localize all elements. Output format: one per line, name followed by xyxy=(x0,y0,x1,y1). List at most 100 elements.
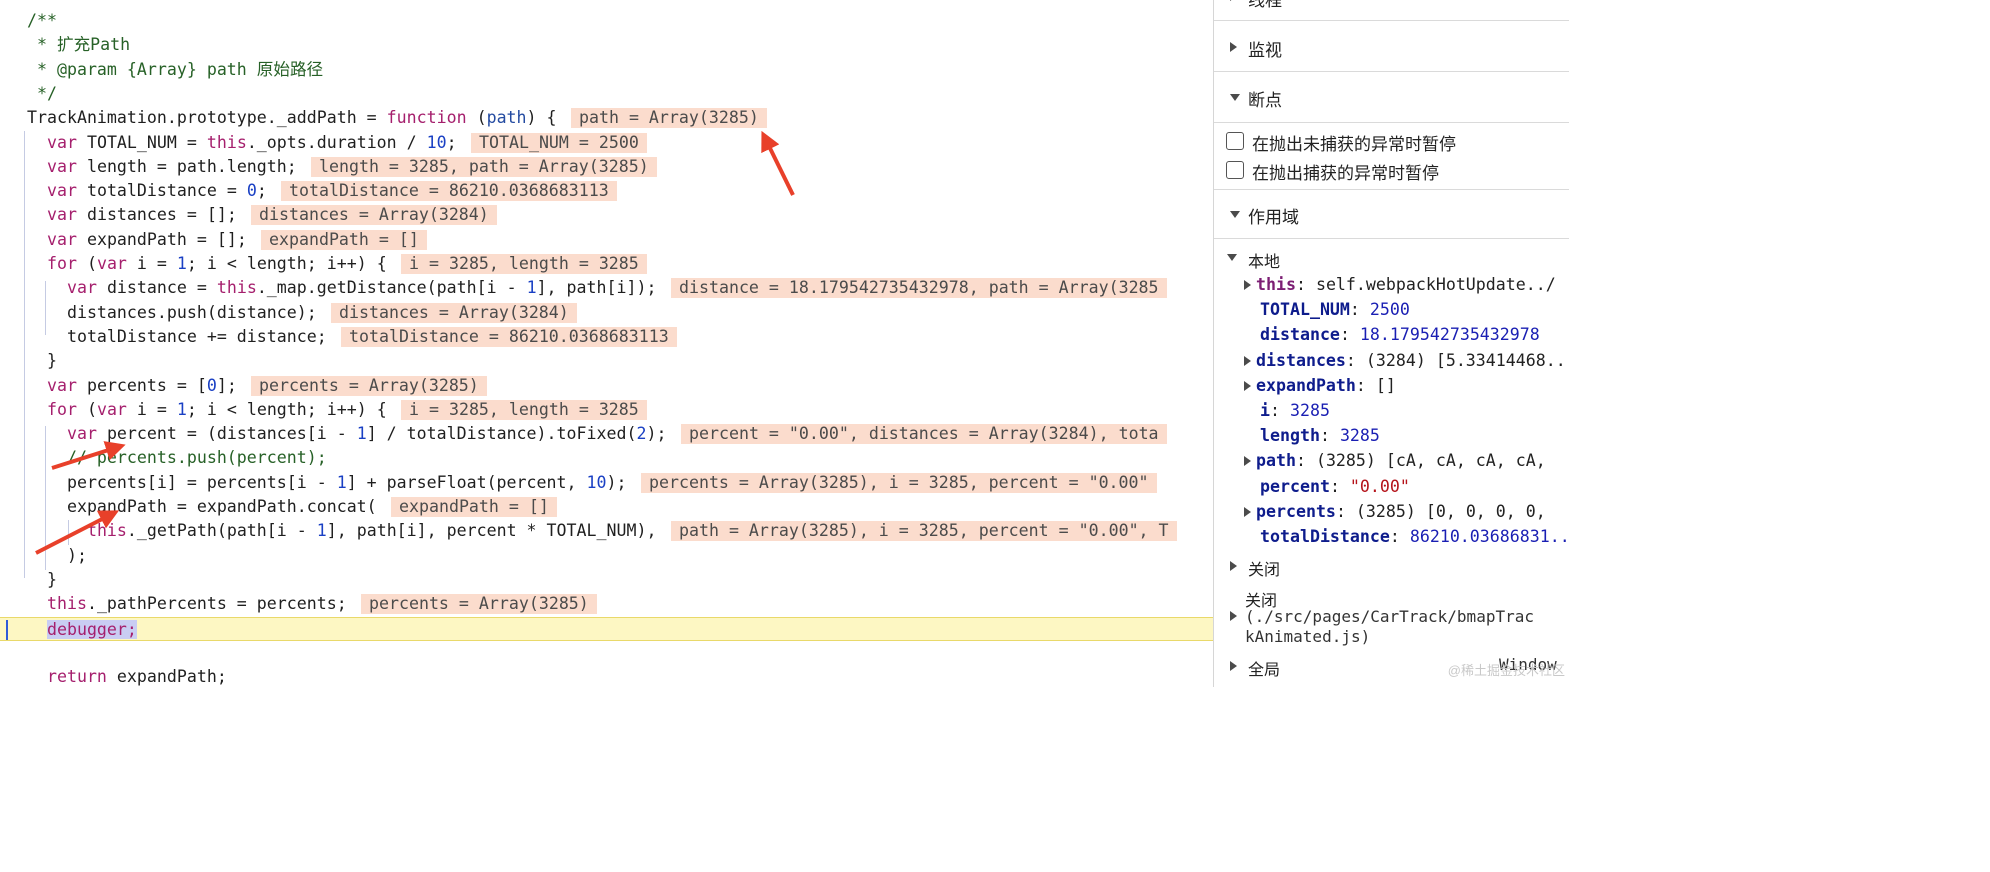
code-token: ._opts.duration / xyxy=(246,132,427,152)
code-token: */ xyxy=(27,83,57,103)
code-line[interactable]: } xyxy=(0,568,1213,592)
scope-variable-expandPath[interactable]: expandPath: [] xyxy=(1214,373,1569,398)
code-line[interactable]: for (var i = 1; i < length; i++) {i = 32… xyxy=(0,398,1213,422)
scope-variable-distance[interactable]: distance: 18.179542735432978 xyxy=(1214,322,1569,347)
pause-uncaught-row[interactable]: 在抛出未捕获的异常时暂停 xyxy=(1214,126,1569,154)
code-line[interactable]: this._getPath(path[i - 1], path[i], perc… xyxy=(0,519,1213,543)
code-token: TOTAL_NUM = xyxy=(76,132,207,152)
scope-sep: : xyxy=(1345,350,1366,370)
code-line[interactable]: for (var i = 1; i < length; i++) {i = 32… xyxy=(0,252,1213,276)
code-line[interactable]: var expandPath = [];expandPath = [] xyxy=(0,228,1213,252)
expand-triangle-icon xyxy=(1230,561,1237,571)
code-line[interactable]: var distances = [];distances = Array(328… xyxy=(0,203,1213,227)
code-token: /** xyxy=(27,11,57,30)
code-line[interactable]: var TOTAL_NUM = this._opts.duration / 10… xyxy=(0,131,1213,155)
code-token xyxy=(27,230,47,249)
scope-value: (3285) [0, 0, 0, 0, xyxy=(1355,501,1546,521)
code-token: ._pathPercents = percents; xyxy=(86,594,347,614)
code-line[interactable]: this._pathPercents = percents;percents =… xyxy=(0,592,1213,616)
inline-value-annotation: percent = "0.00", distances = Array(3284… xyxy=(681,424,1167,445)
inline-value-annotation: path = Array(3285) xyxy=(571,108,767,129)
threads-section[interactable]: 线程 xyxy=(1214,0,1569,20)
expand-triangle-icon[interactable] xyxy=(1244,506,1251,517)
code-line[interactable]: TrackAnimation.prototype._addPath = func… xyxy=(0,106,1213,130)
code-line[interactable]: var distance = this._map.getDistance(pat… xyxy=(0,276,1213,300)
scope-key: TOTAL_NUM xyxy=(1260,300,1350,320)
expand-triangle-icon[interactable] xyxy=(1244,380,1251,391)
code-token: 1 xyxy=(526,278,537,298)
scope-value: 3285 xyxy=(1339,426,1380,446)
code-line[interactable]: totalDistance += distance;totalDistance … xyxy=(0,325,1213,349)
code-line[interactable]: return expandPath; xyxy=(0,665,1213,687)
scope-variable-percent[interactable]: percent: "0.00" xyxy=(1214,474,1569,499)
code-line[interactable]: var totalDistance = 0;totalDistance = 86… xyxy=(0,179,1213,203)
scope-label: 作用域 xyxy=(1248,208,1299,227)
code-text: /** xyxy=(27,9,57,33)
code-line[interactable]: * 扩充Path xyxy=(0,33,1213,57)
closure2-label: 关闭 xyxy=(1245,593,1278,610)
scope-key: percent xyxy=(1260,476,1330,496)
code-token: 1 xyxy=(176,399,187,419)
code-line[interactable]: var percents = [0];percents = Array(3285… xyxy=(0,374,1213,398)
code-token: } xyxy=(27,351,57,371)
inline-value-annotation: expandPath = [] xyxy=(261,229,427,250)
code-token: function xyxy=(386,108,467,128)
code-line[interactable]: percents[i] = percents[i - 1] + parseFlo… xyxy=(0,471,1213,495)
code-line[interactable]: /** xyxy=(0,9,1213,33)
closure-scope-2[interactable]: 关闭 (./src/pages/CarTrack/bmapTrac kAnima… xyxy=(1214,585,1569,649)
code-line[interactable]: var percent = (distances[i - 1] / totalD… xyxy=(0,422,1213,446)
code-line[interactable]: // percents.push(percent); xyxy=(0,446,1213,470)
code-line[interactable]: expandPath = expandPath.concat(expandPat… xyxy=(0,495,1213,519)
code-token xyxy=(27,424,67,443)
code-line[interactable]: distances.push(distance);distances = Arr… xyxy=(0,301,1213,325)
code-token: i = xyxy=(126,254,177,273)
indent-guide xyxy=(45,281,46,335)
code-token: 0 xyxy=(246,181,257,201)
code-token: ]; xyxy=(216,375,237,395)
inline-value-annotation: TOTAL_NUM = 2500 xyxy=(471,132,647,153)
source-code-pane[interactable]: /** * 扩充Path * @param {Array} path 原始路径 … xyxy=(0,0,1213,687)
scope-variable-i[interactable]: i: 3285 xyxy=(1214,398,1569,423)
code-token: for xyxy=(46,254,77,273)
indent-guide xyxy=(45,426,46,570)
code-line[interactable]: */ xyxy=(0,82,1213,106)
scope-section[interactable]: 作用域 xyxy=(1214,189,1569,237)
scope-variable-percents[interactable]: percents: (3285) [0, 0, 0, 0, xyxy=(1214,499,1569,524)
code-token xyxy=(27,521,87,540)
scope-variable-path[interactable]: path: (3285) [cA, cA, cA, cA, xyxy=(1214,448,1569,473)
scope-variable-length[interactable]: length: 3285 xyxy=(1214,423,1569,448)
code-text: var length = path.length; xyxy=(27,155,297,179)
code-token: * @param {Array} path 原始路径 xyxy=(27,59,324,79)
expand-triangle-icon xyxy=(1230,661,1237,671)
breakpoints-section[interactable]: 断点 xyxy=(1214,72,1569,120)
code-token: 10 xyxy=(586,472,607,492)
scope-variable-this[interactable]: this: self.webpackHotUpdate../ xyxy=(1214,272,1569,297)
pause-caught-checkbox[interactable] xyxy=(1226,161,1244,179)
pause-caught-row[interactable]: 在抛出捕获的异常时暂停 xyxy=(1214,155,1569,183)
expand-triangle-icon[interactable] xyxy=(1244,456,1251,467)
inline-value-annotation: distances = Array(3284) xyxy=(251,205,497,226)
global-scope[interactable]: 全局 xyxy=(1214,651,1569,681)
code-text: var distance = this._map.getDistance(pat… xyxy=(27,276,656,300)
code-line[interactable]: } xyxy=(0,349,1213,373)
code-line[interactable]: * @param {Array} path 原始路径 xyxy=(0,58,1213,82)
local-scope-header[interactable]: 本地 xyxy=(1214,242,1569,272)
scope-variable-totalDistance[interactable]: totalDistance: 86210.03686831... xyxy=(1214,524,1569,549)
code-token: ], path[i], percent * TOTAL_NUM), xyxy=(326,521,657,541)
code-line[interactable]: var length = path.length;length = 3285, … xyxy=(0,155,1213,179)
pause-uncaught-checkbox[interactable] xyxy=(1226,132,1244,150)
expand-triangle-icon[interactable] xyxy=(1244,280,1251,290)
code-line[interactable] xyxy=(0,641,1213,665)
scope-variable-distances[interactable]: distances: (3284) [5.33414468... xyxy=(1214,348,1569,373)
closure-scope-1[interactable]: 关闭 xyxy=(1214,553,1569,581)
expand-triangle-icon[interactable] xyxy=(1244,355,1251,366)
code-line[interactable]: ); xyxy=(0,544,1213,568)
collapse-triangle-icon xyxy=(1230,94,1240,101)
scope-variable-TOTAL_NUM[interactable]: TOTAL_NUM: 2500 xyxy=(1214,297,1569,322)
code-line-current[interactable]: debugger; xyxy=(0,616,1213,641)
scope-value: 18.179542735432978 xyxy=(1359,325,1540,345)
code-token: ); xyxy=(27,545,87,565)
watch-section[interactable]: 监视 xyxy=(1214,22,1569,70)
scope-key: distances xyxy=(1256,350,1346,370)
scope-value: [] xyxy=(1375,375,1396,395)
